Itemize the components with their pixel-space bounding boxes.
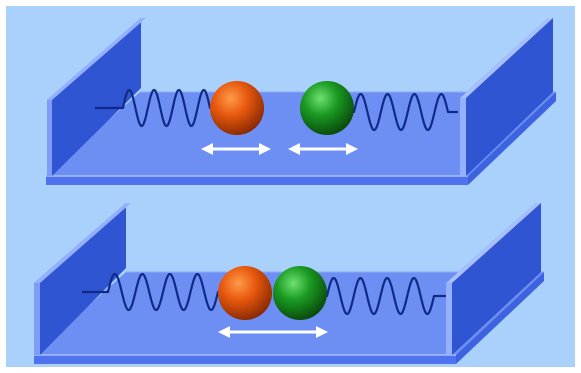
panel-touching — [34, 203, 544, 364]
spring-right — [325, 276, 446, 316]
orange-ball — [210, 81, 264, 135]
spring-right — [352, 92, 458, 132]
green-ball — [300, 81, 354, 135]
spring-left — [82, 272, 220, 312]
left-wall — [34, 203, 131, 355]
tray-front-edge — [46, 176, 468, 185]
left-wall — [47, 18, 146, 176]
tray-front-edge — [34, 355, 456, 364]
tray-floor — [46, 92, 556, 176]
right-wall — [460, 18, 553, 176]
orange-ball — [218, 266, 272, 320]
green-ball — [273, 266, 327, 320]
panel-separated — [46, 18, 556, 185]
spring-left — [95, 88, 212, 128]
right-wall — [446, 203, 541, 355]
tray-side-edge — [456, 272, 544, 364]
tray-side-edge — [468, 92, 556, 185]
